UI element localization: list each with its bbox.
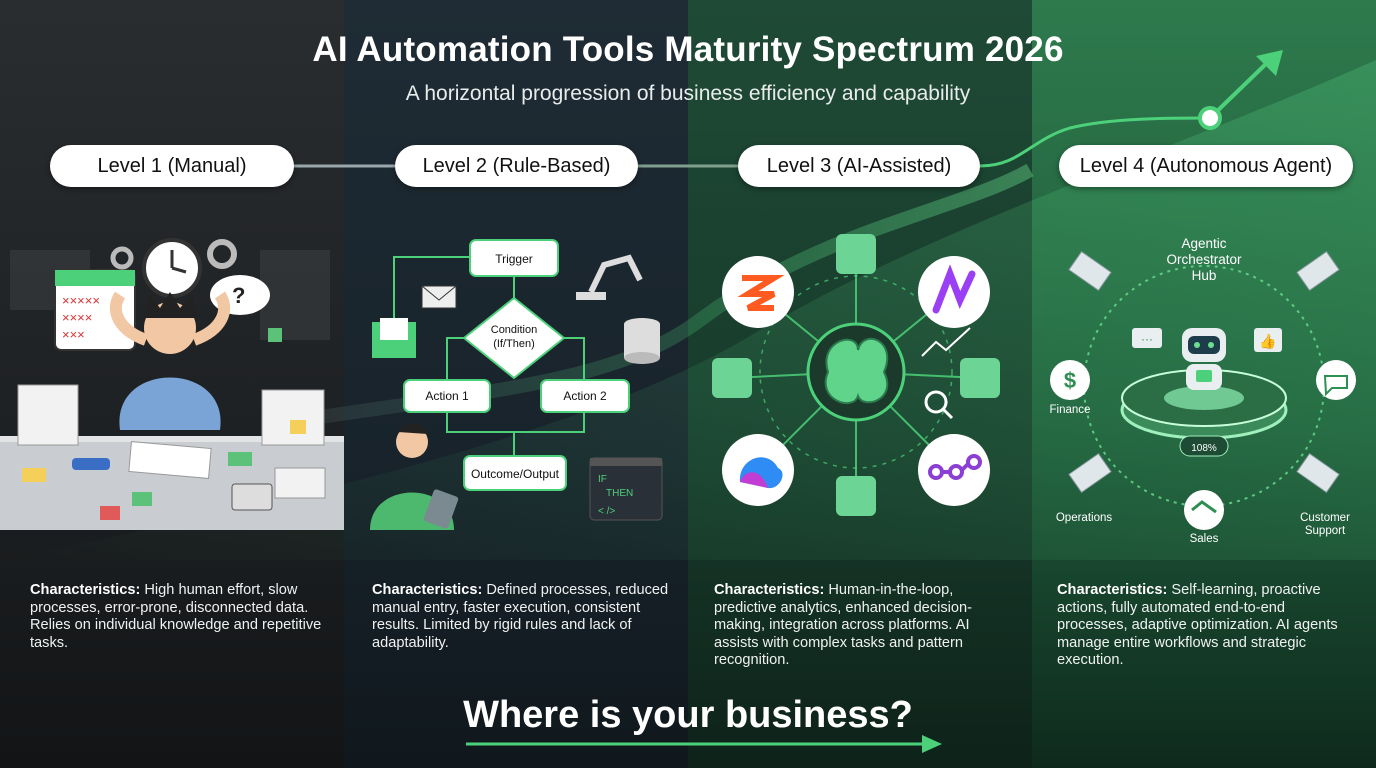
person-with-tablet (370, 423, 459, 530)
database-icon (624, 318, 660, 364)
action-2-label: Action 2 (563, 389, 607, 403)
level-2-characteristics: Characteristics: Defined processes, redu… (372, 582, 672, 652)
robot-arm-icon (576, 254, 643, 300)
puzzle-piece-icon (836, 234, 876, 274)
characteristics-heading: Characteristics: (372, 582, 483, 598)
dollar-icon: $ (1050, 360, 1090, 400)
level-4-illustration: 108% $ ··· 👍 (1050, 250, 1356, 530)
level-3-illustration (712, 234, 1000, 516)
svg-text:$: $ (1064, 368, 1076, 393)
hub-platform-readout: 108% (1191, 443, 1217, 454)
outcome-node (463, 455, 567, 491)
operations-label: Operations (1055, 512, 1113, 524)
message-icon: ··· (1132, 328, 1162, 348)
clock-icon (142, 238, 202, 298)
page-title: AI Automation Tools Maturity Spectrum 20… (312, 30, 1064, 69)
action-1-node (403, 379, 491, 413)
stapler-icon (72, 458, 110, 470)
level-3-characteristics: Characteristics: Human-in-the-loop, pred… (714, 582, 1014, 670)
call-to-action: Where is your business? (463, 694, 913, 736)
condition-label-line1: Condition (491, 324, 537, 336)
page-subtitle: A horizontal progression of business eff… (405, 82, 971, 105)
calculator-icon (231, 483, 273, 511)
level-2-flowchart: Trigger Condition (If/Then) Action 1 Act… (370, 239, 663, 530)
characteristics-text: High human effort, slow processes, error… (30, 582, 322, 651)
condition-node (462, 296, 566, 380)
outcome-label: Outcome/Output (471, 467, 560, 481)
level-4-characteristics: Characteristics: Self-learning, proactiv… (1057, 582, 1357, 670)
handshake-icon (1184, 490, 1224, 530)
trigger-node (469, 239, 559, 277)
characteristics-text: Self-learning, proactive actions, fully … (1057, 582, 1338, 669)
characteristics-text: Defined processes, reduced manual entry,… (372, 582, 669, 651)
characteristics-heading: Characteristics: (1057, 582, 1168, 598)
level-4-pill: Level 4 (Autonomous Agent) (1059, 145, 1353, 187)
thumbs-up-icon: 👍 (1254, 328, 1282, 352)
svg-text:?: ? (232, 283, 245, 308)
code-line-1: IF (598, 474, 607, 485)
sticky-notes (22, 328, 306, 520)
level-3-pill: Level 3 (AI-Assisted) (738, 145, 980, 187)
level-1-illustration: ××××× ×××× ××× ? (0, 238, 344, 530)
characteristics-heading: Characteristics: (714, 582, 825, 598)
svg-text:···: ··· (1141, 332, 1153, 346)
puzzle-piece-icon (836, 476, 876, 516)
sales-label: Sales (1189, 533, 1219, 545)
calendar-icon: ××××× ×××× ××× (54, 269, 136, 351)
finance-label: Finance (1049, 404, 1091, 416)
trigger-label: Trigger (495, 252, 533, 266)
svg-text:×××: ××× (62, 327, 85, 342)
stressed-person (110, 291, 230, 430)
action-1-label: Action 1 (425, 389, 469, 403)
puzzle-piece-icon (960, 358, 1000, 398)
trend-up-icon (921, 327, 971, 357)
svg-text:×××××: ××××× (62, 293, 100, 308)
hub-title: Agentic Orchestrator Hub (1154, 236, 1254, 284)
robot-agent-icon (1182, 328, 1226, 390)
code-window-icon: IF THEN < /> (589, 457, 663, 521)
magnifier-icon (924, 390, 954, 420)
customer-support-line2: Support (1304, 525, 1346, 537)
svg-text:👍: 👍 (1259, 333, 1276, 350)
hub-title-line2: Orchestrator (1166, 252, 1242, 267)
satellite-icon (1068, 250, 1340, 494)
condition-label-line2: (If/Then) (493, 338, 535, 350)
puzzle-piece-icon (712, 358, 752, 398)
paper-stacks (17, 384, 326, 499)
chat-icon (1316, 360, 1356, 400)
customer-support-line1: Customer (1300, 512, 1350, 524)
brain-icon (824, 338, 889, 405)
customer-support-label: Customer Support (1290, 512, 1360, 538)
hub-title-line1: Agentic (1181, 236, 1227, 251)
gear-icon (110, 239, 237, 270)
app-logo-n8n (918, 434, 990, 506)
level-1-pill: Level 1 (Manual) (50, 145, 294, 187)
action-2-node (540, 379, 630, 413)
code-line-3: < /> (598, 506, 615, 517)
level-1-characteristics: Characteristics: High human effort, slow… (30, 582, 330, 652)
svg-text:××××: ×××× (62, 310, 92, 325)
hub-title-line3: Hub (1191, 268, 1217, 283)
mail-icon (421, 285, 457, 309)
inbox-icon (372, 318, 416, 358)
code-line-2: THEN (606, 488, 633, 499)
level-2-pill: Level 2 (Rule-Based) (395, 145, 638, 187)
characteristics-text: Human-in-the-loop, predictive analytics,… (714, 582, 972, 669)
characteristics-heading: Characteristics: (30, 582, 141, 598)
